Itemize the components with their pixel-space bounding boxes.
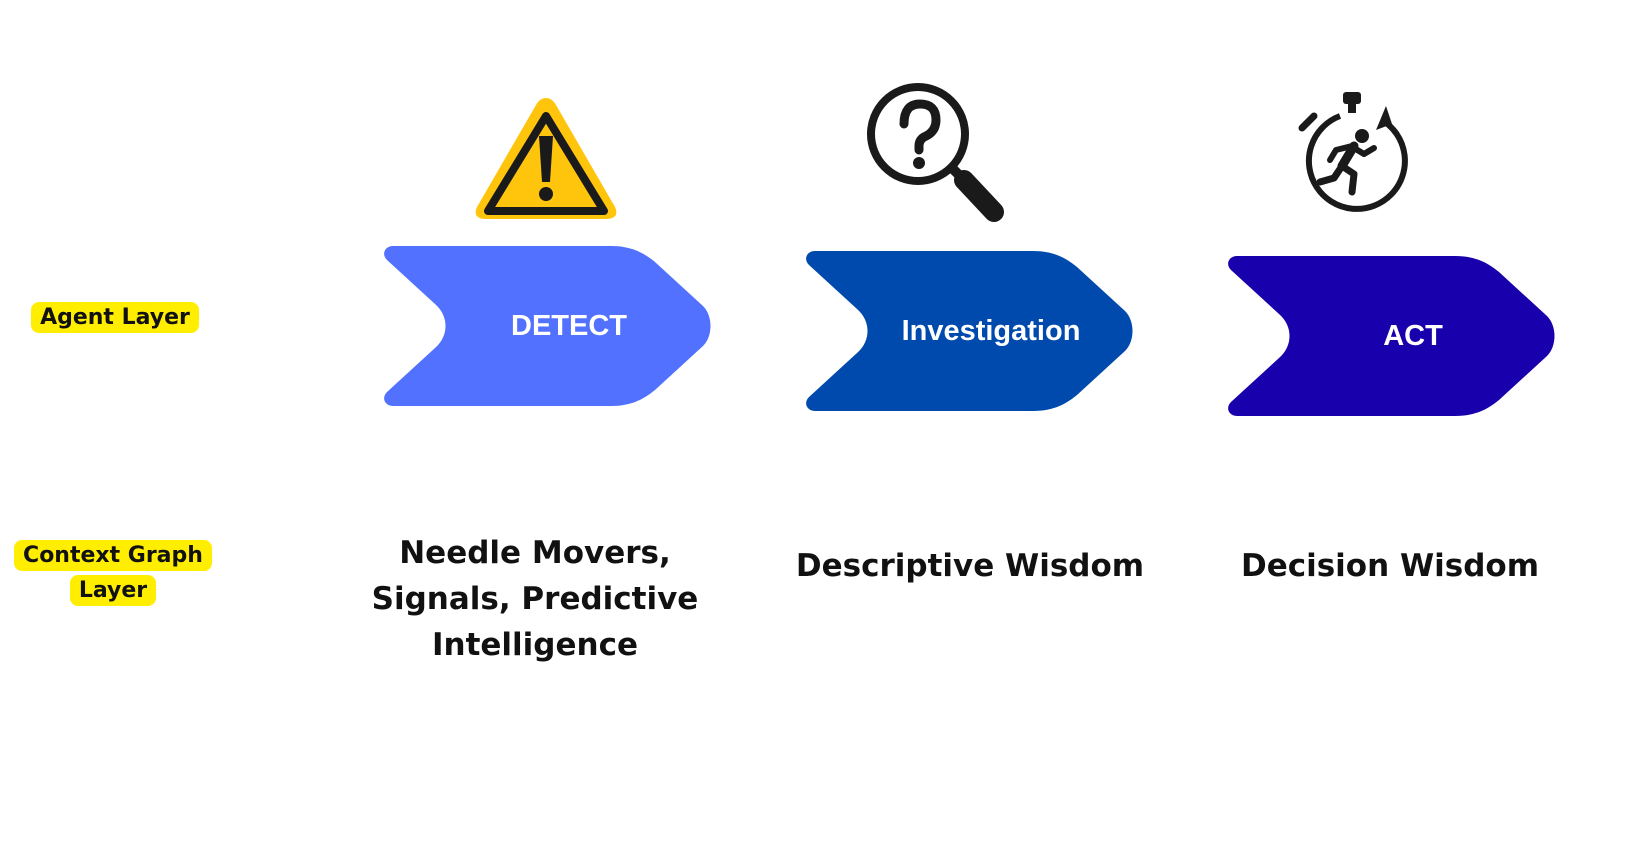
- stopwatch-runner-icon: [1298, 92, 1408, 212]
- detect-stage-chevron: DETECT: [383, 246, 713, 406]
- agent-layer-text: Agent Layer: [31, 302, 199, 333]
- warning-icon: [475, 98, 617, 219]
- context-graph-layer-label: Context Graph Layer: [8, 538, 218, 608]
- act-label: ACT: [1383, 319, 1443, 352]
- agent-layer-label: Agent Layer: [30, 300, 200, 335]
- magnifier-question-icon: [867, 83, 1004, 222]
- investigation-description-line1: Descriptive Wisdom: [795, 548, 1145, 584]
- investigation-chevron-shape: [806, 251, 1133, 411]
- detect-chevron-shape: [384, 246, 711, 406]
- investigation-label: Investigation: [901, 314, 1081, 347]
- detect-label: DETECT: [511, 309, 627, 342]
- act-description: Decision Wisdom: [1225, 543, 1555, 589]
- detect-description-line2: Signals, Predictive: [371, 581, 699, 617]
- detect-description-line3: Intelligence: [431, 627, 638, 663]
- context-graph-layer-text-line2: Layer: [69, 575, 157, 606]
- act-description-line1: Decision Wisdom: [1240, 548, 1540, 584]
- investigation-description: Descriptive Wisdom: [790, 543, 1150, 589]
- investigation-stage-chevron: Investigation: [805, 251, 1135, 411]
- act-chevron-shape: [1228, 256, 1555, 416]
- detect-description: Needle Movers, Signals, Predictive Intel…: [360, 530, 710, 668]
- detect-description-line1: Needle Movers,: [399, 535, 671, 571]
- context-graph-layer-text-line1: Context Graph: [14, 540, 212, 571]
- act-stage-chevron: ACT: [1227, 256, 1557, 416]
